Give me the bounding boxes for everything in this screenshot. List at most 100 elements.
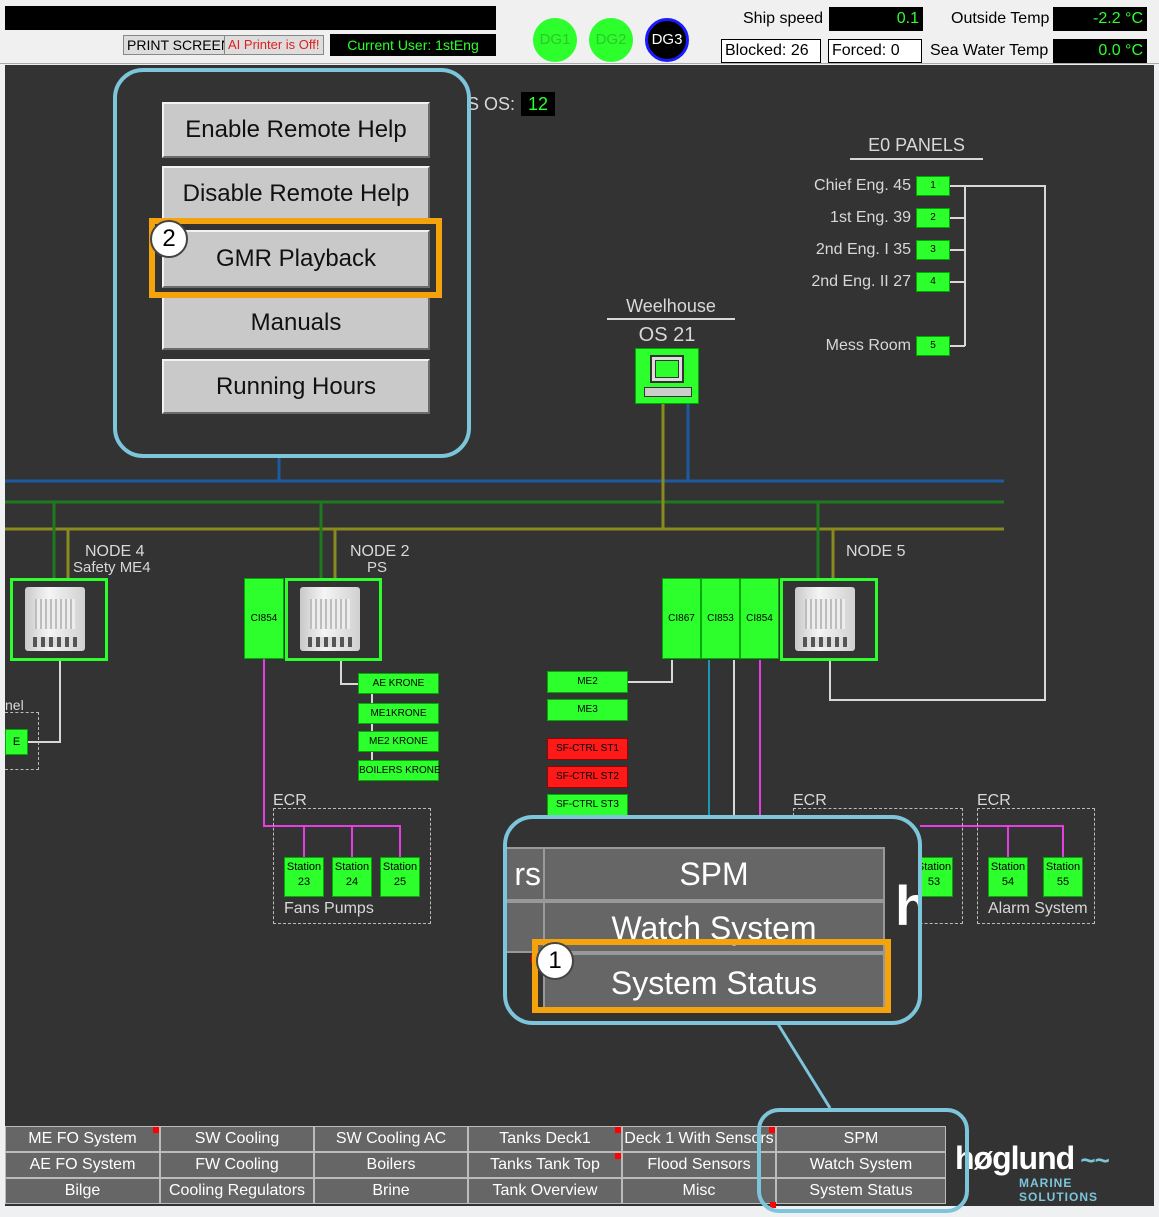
nav-alarm-marker (615, 1127, 621, 1133)
nav-bilge-button[interactable]: Bilge (5, 1178, 160, 1204)
me2-box[interactable]: ME2 (547, 671, 628, 693)
ecr-fans-frame (273, 808, 431, 924)
nav-boilers-button[interactable]: Boilers (314, 1152, 468, 1178)
partial-panel-box[interactable]: E (5, 729, 28, 755)
sf-ctrl-st1[interactable]: SF-CTRL ST1 (547, 738, 628, 760)
ci867-module[interactable]: CI867 (662, 578, 701, 659)
e0-panel-label-4: 2nd Eng. II 27 (811, 273, 911, 290)
nav-sw-cooling-ac-button[interactable]: SW Cooling AC (314, 1126, 468, 1152)
sea-water-temp-value: 0.0 °C (1053, 39, 1147, 63)
disable-remote-help-button[interactable]: Disable Remote Help (162, 166, 430, 222)
sf-ctrl-st2[interactable]: SF-CTRL ST2 (547, 766, 628, 788)
computer-icon[interactable] (635, 348, 699, 404)
e0-panel-label-5: Mess Room (825, 337, 911, 354)
krone-ae[interactable]: AE KRONE (358, 673, 439, 694)
nav-tanks-tank-top-button[interactable]: Tanks Tank Top (468, 1152, 622, 1178)
partial-panel-label: nel (5, 697, 24, 713)
printer-status: AI Printer is Off! (224, 35, 324, 55)
ship-speed-value: 0.1 (829, 7, 923, 31)
e0-panel-label-1: Chief Eng. 45 (814, 177, 911, 194)
nav-deck-1-with-sensors-button[interactable]: Deck 1 With Sensors (622, 1126, 776, 1152)
node4-controller[interactable] (10, 578, 108, 661)
nav-brine-button[interactable]: Brine (314, 1178, 468, 1204)
nav-cooling-regulators-button[interactable]: Cooling Regulators (160, 1178, 314, 1204)
node4-label: NODE 4 (85, 543, 145, 560)
krone-me1[interactable]: ME1KRONE (358, 703, 439, 724)
zoom-partial-logo: h (895, 873, 918, 938)
step-2-badge: 2 (150, 220, 188, 258)
e0-panel-box-5[interactable]: 5 (916, 336, 950, 356)
e0-panel-label-2: 1st Eng. 39 (830, 209, 911, 226)
nav-sw-cooling-button[interactable]: SW Cooling (160, 1126, 314, 1152)
alarm-system-caption: Alarm System (988, 900, 1088, 917)
nav-callout-frame (757, 1108, 969, 1213)
manuals-button[interactable]: Manuals (162, 296, 430, 350)
dg1-indicator[interactable]: DG1 (533, 18, 577, 62)
e0-panel-box-2[interactable]: 2 (916, 208, 950, 228)
ci854-module-node2[interactable]: CI854 (244, 578, 284, 659)
hoglund-logo: høglund ~~ (955, 1140, 1110, 1176)
ecr-alarm-label: ECR (977, 792, 1011, 809)
e0-panel-box-4[interactable]: 4 (916, 272, 950, 292)
nav-flood-sensors-button[interactable]: Flood Sensors (622, 1152, 776, 1178)
e0-panel-box-3[interactable]: 3 (916, 240, 950, 260)
print-screen-button[interactable]: PRINT SCREEN (123, 35, 235, 55)
e0-panels-title: E0 PANELS (850, 135, 983, 160)
running-hours-button[interactable]: Running Hours (162, 359, 430, 414)
ci854-module-node5[interactable]: CI854 (740, 578, 779, 659)
nav-system-status-button[interactable]: System Status (776, 1178, 946, 1204)
krone-boilers[interactable]: BOILERS KRONE (358, 760, 441, 781)
os-count-value: 12 (521, 92, 555, 116)
nav-alarm-marker (153, 1127, 159, 1133)
zoom-spm-button[interactable]: SPM (543, 847, 885, 901)
e0-panel-box-1[interactable]: 1 (916, 176, 950, 196)
nav-misc-button[interactable]: Misc (622, 1178, 776, 1204)
sf-ctrl-st3[interactable]: SF-CTRL ST3 (547, 794, 628, 816)
nav-tanks-deck1-button[interactable]: Tanks Deck1 (468, 1126, 622, 1152)
forced-count[interactable]: Forced: 0 (828, 39, 922, 63)
logo-tagline: MARINE SOLUTIONS (1019, 1176, 1099, 1204)
krone-me2[interactable]: ME2 KRONE (358, 731, 439, 752)
e0-panel-label-3: 2nd Eng. I 35 (815, 241, 911, 258)
gmr-playback-highlight (149, 218, 442, 298)
gmr-playback-button[interactable]: GMR Playback (162, 230, 430, 288)
sea-water-temp-label: Sea Water Temp (930, 42, 1049, 59)
node2-label: NODE 2 (350, 543, 410, 560)
node2-controller[interactable] (285, 578, 382, 661)
ecr-alarm-frame (977, 808, 1095, 924)
fans-pumps-caption: Fans Pumps (284, 900, 374, 917)
blocked-count[interactable]: Blocked: 26 (721, 39, 821, 63)
nav-ae-fo-system-button[interactable]: AE FO System (5, 1152, 160, 1178)
node2-sublabel: PS (367, 559, 388, 576)
me3-box[interactable]: ME3 (547, 699, 628, 721)
nav-spm-button[interactable]: SPM (776, 1126, 946, 1152)
weelhouse-os: OS 21 (638, 324, 696, 346)
node4-sublabel: Safety ME4 (73, 559, 151, 576)
zoom-system-status-button[interactable]: System Status (543, 953, 885, 1011)
nav-tank-overview-button[interactable]: Tank Overview (468, 1178, 622, 1204)
partial-panel-frame (5, 712, 39, 770)
dg2-indicator[interactable]: DG2 (589, 18, 633, 62)
enable-remote-help-button[interactable]: Enable Remote Help (162, 102, 430, 158)
ecr-fans-label: ECR (273, 792, 307, 809)
system-status-highlight (532, 939, 891, 1013)
nav-alarm-marker (615, 1153, 621, 1159)
nav-me-fo-system-button[interactable]: ME FO System (5, 1126, 160, 1152)
node5-controller[interactable] (780, 578, 878, 661)
step-1-badge: 1 (536, 942, 574, 980)
ship-speed-label: Ship speed (743, 10, 824, 27)
alarm-line (5, 6, 496, 30)
outside-temp-value: -2.2 °C (1053, 7, 1147, 31)
nav-watch-system-button[interactable]: Watch System (776, 1152, 946, 1178)
dg3-indicator[interactable]: DG3 (645, 18, 689, 62)
ci853-module[interactable]: CI853 (701, 578, 740, 659)
nav-fw-cooling-button[interactable]: FW Cooling (160, 1152, 314, 1178)
outside-temp-label: Outside Temp (951, 10, 1050, 27)
